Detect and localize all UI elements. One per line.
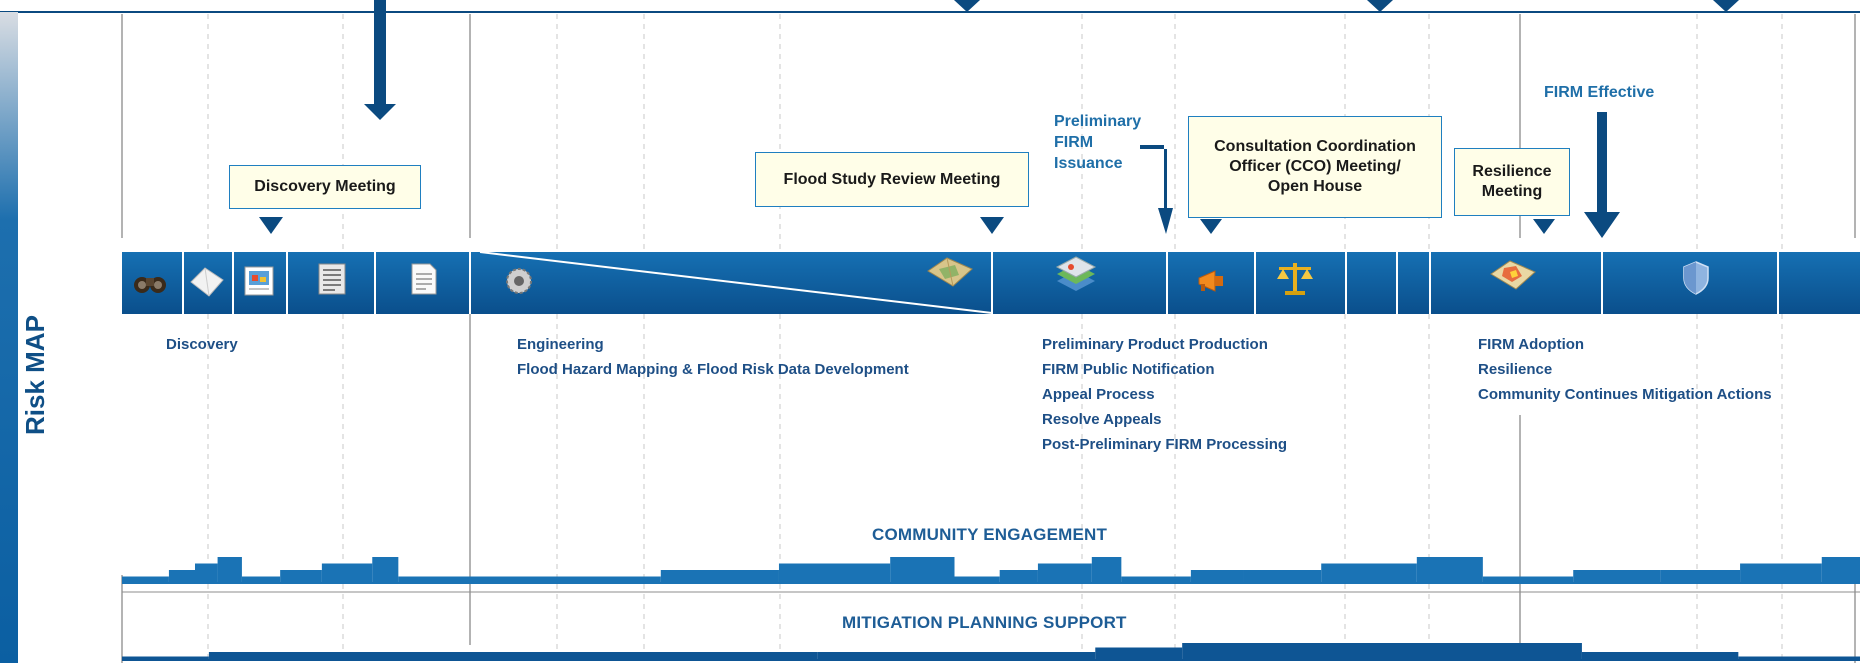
flood-study-review-callout: Flood Study Review Meeting bbox=[755, 152, 1029, 207]
phase-line: Resolve Appeals bbox=[1042, 411, 1162, 428]
engagement-step bbox=[1190, 570, 1244, 583]
engagement-step bbox=[890, 557, 955, 583]
mitigation-step bbox=[817, 652, 1096, 661]
arrow-into-discovery bbox=[364, 0, 396, 120]
discovery-meeting-callout: Discovery Meeting bbox=[229, 165, 421, 209]
engagement-step bbox=[1482, 576, 1574, 583]
binoculars-icon bbox=[131, 264, 169, 302]
engineering-phase-text: Engineering Flood Hazard Mapping & Flood… bbox=[517, 332, 909, 382]
chart-document-icon bbox=[240, 262, 278, 300]
gear-icon bbox=[500, 262, 538, 300]
discovery-phase-text: Discovery bbox=[166, 332, 238, 357]
mitigation-step bbox=[1095, 647, 1183, 661]
cco-meeting-callout: Consultation Coordination Officer (CCO) … bbox=[1188, 116, 1442, 218]
firm-effective-label: FIRM Effective bbox=[1544, 84, 1655, 101]
text-document-icon bbox=[405, 260, 443, 298]
resilience-pointer bbox=[1533, 219, 1555, 234]
mitigation-step bbox=[1182, 643, 1582, 661]
mitigation-planning-support-label: MITIGATION PLANNING SUPPORT bbox=[842, 613, 1127, 632]
band-dividers bbox=[182, 252, 1779, 314]
engagement-step bbox=[122, 576, 169, 583]
arrow-stub-3 bbox=[1713, 0, 1739, 12]
phase-line: Post-Preliminary FIRM Processing bbox=[1042, 436, 1288, 453]
phase-line: FIRM Public Notification bbox=[1042, 361, 1215, 378]
community-engagement-bars bbox=[122, 557, 1860, 583]
mitigation-step bbox=[1738, 656, 1860, 661]
grid-lines bbox=[207, 14, 1783, 660]
phase-line: Resilience bbox=[1478, 361, 1553, 378]
engagement-step bbox=[954, 576, 1000, 583]
engagement-step bbox=[1037, 563, 1092, 583]
mitigation-planning-bars bbox=[122, 643, 1860, 661]
flood-study-pointer bbox=[980, 217, 1004, 234]
mitigation-step bbox=[208, 652, 818, 661]
engagement-step bbox=[168, 570, 195, 583]
band-diagonal bbox=[479, 251, 993, 314]
side-title: Risk MAP bbox=[20, 315, 50, 435]
paper-map-icon bbox=[925, 253, 975, 291]
engagement-step bbox=[1416, 557, 1483, 583]
data-sheet-icon bbox=[313, 260, 351, 298]
mitigation-step bbox=[1581, 652, 1739, 661]
phase-line: Preliminary Product Production bbox=[1042, 336, 1268, 353]
engagement-step bbox=[194, 563, 218, 583]
shield-icon bbox=[1680, 258, 1712, 298]
mitigation-step bbox=[122, 656, 209, 661]
engagement-step bbox=[241, 576, 281, 583]
engagement-step bbox=[217, 557, 242, 583]
engagement-step bbox=[1091, 557, 1122, 583]
engagement-step bbox=[1121, 576, 1191, 583]
engagement-step bbox=[280, 570, 322, 583]
phase-line: FIRM Adoption bbox=[1478, 336, 1585, 353]
engagement-step bbox=[660, 570, 779, 583]
engagement-step bbox=[398, 576, 661, 583]
phase-line: Appeal Process bbox=[1042, 386, 1155, 403]
engagement-step bbox=[1321, 563, 1417, 583]
resilience-meeting-callout: Resilience Meeting bbox=[1454, 148, 1570, 216]
engagement-step bbox=[1660, 570, 1741, 583]
phase-line: Flood Hazard Mapping & Flood Risk Data D… bbox=[517, 361, 909, 378]
megaphone-icon bbox=[1193, 262, 1231, 300]
side-bar bbox=[0, 12, 18, 663]
section-dividers bbox=[121, 14, 1856, 663]
engagement-step bbox=[1243, 570, 1322, 583]
phase-line: Discovery bbox=[166, 336, 238, 353]
preliminary-phase-text: Preliminary Product Production FIRM Publ… bbox=[1042, 332, 1287, 457]
preliminary-firm-issuance-label: Preliminary FIRM Issuance bbox=[1054, 113, 1142, 172]
flood-map-icon bbox=[1488, 256, 1538, 294]
map-fold-icon bbox=[188, 263, 226, 301]
engagement-step bbox=[321, 563, 373, 583]
preliminary-firm-arrow bbox=[1140, 145, 1173, 234]
engagement-step bbox=[778, 563, 891, 583]
engagement-step bbox=[1821, 557, 1860, 583]
firm-effective-arrow bbox=[1584, 112, 1620, 238]
layered-map-icon bbox=[1053, 254, 1099, 294]
phase-line: Community Continues Mitigation Actions bbox=[1478, 386, 1772, 403]
engagement-step bbox=[372, 557, 399, 583]
engagement-step bbox=[1573, 570, 1661, 583]
scales-icon bbox=[1273, 258, 1317, 298]
arrows bbox=[259, 0, 1739, 238]
engagement-step bbox=[999, 570, 1038, 583]
adoption-phase-text: FIRM Adoption Resilience Community Conti… bbox=[1478, 332, 1772, 407]
discovery-pointer bbox=[259, 217, 283, 234]
arrow-stub-1 bbox=[954, 0, 980, 12]
community-engagement-label: COMMUNITY ENGAGEMENT bbox=[872, 525, 1108, 544]
cco-pointer bbox=[1200, 219, 1222, 234]
engagement-step bbox=[1740, 563, 1822, 583]
arrow-stub-2 bbox=[1367, 0, 1393, 12]
phase-line: Engineering bbox=[517, 336, 604, 353]
